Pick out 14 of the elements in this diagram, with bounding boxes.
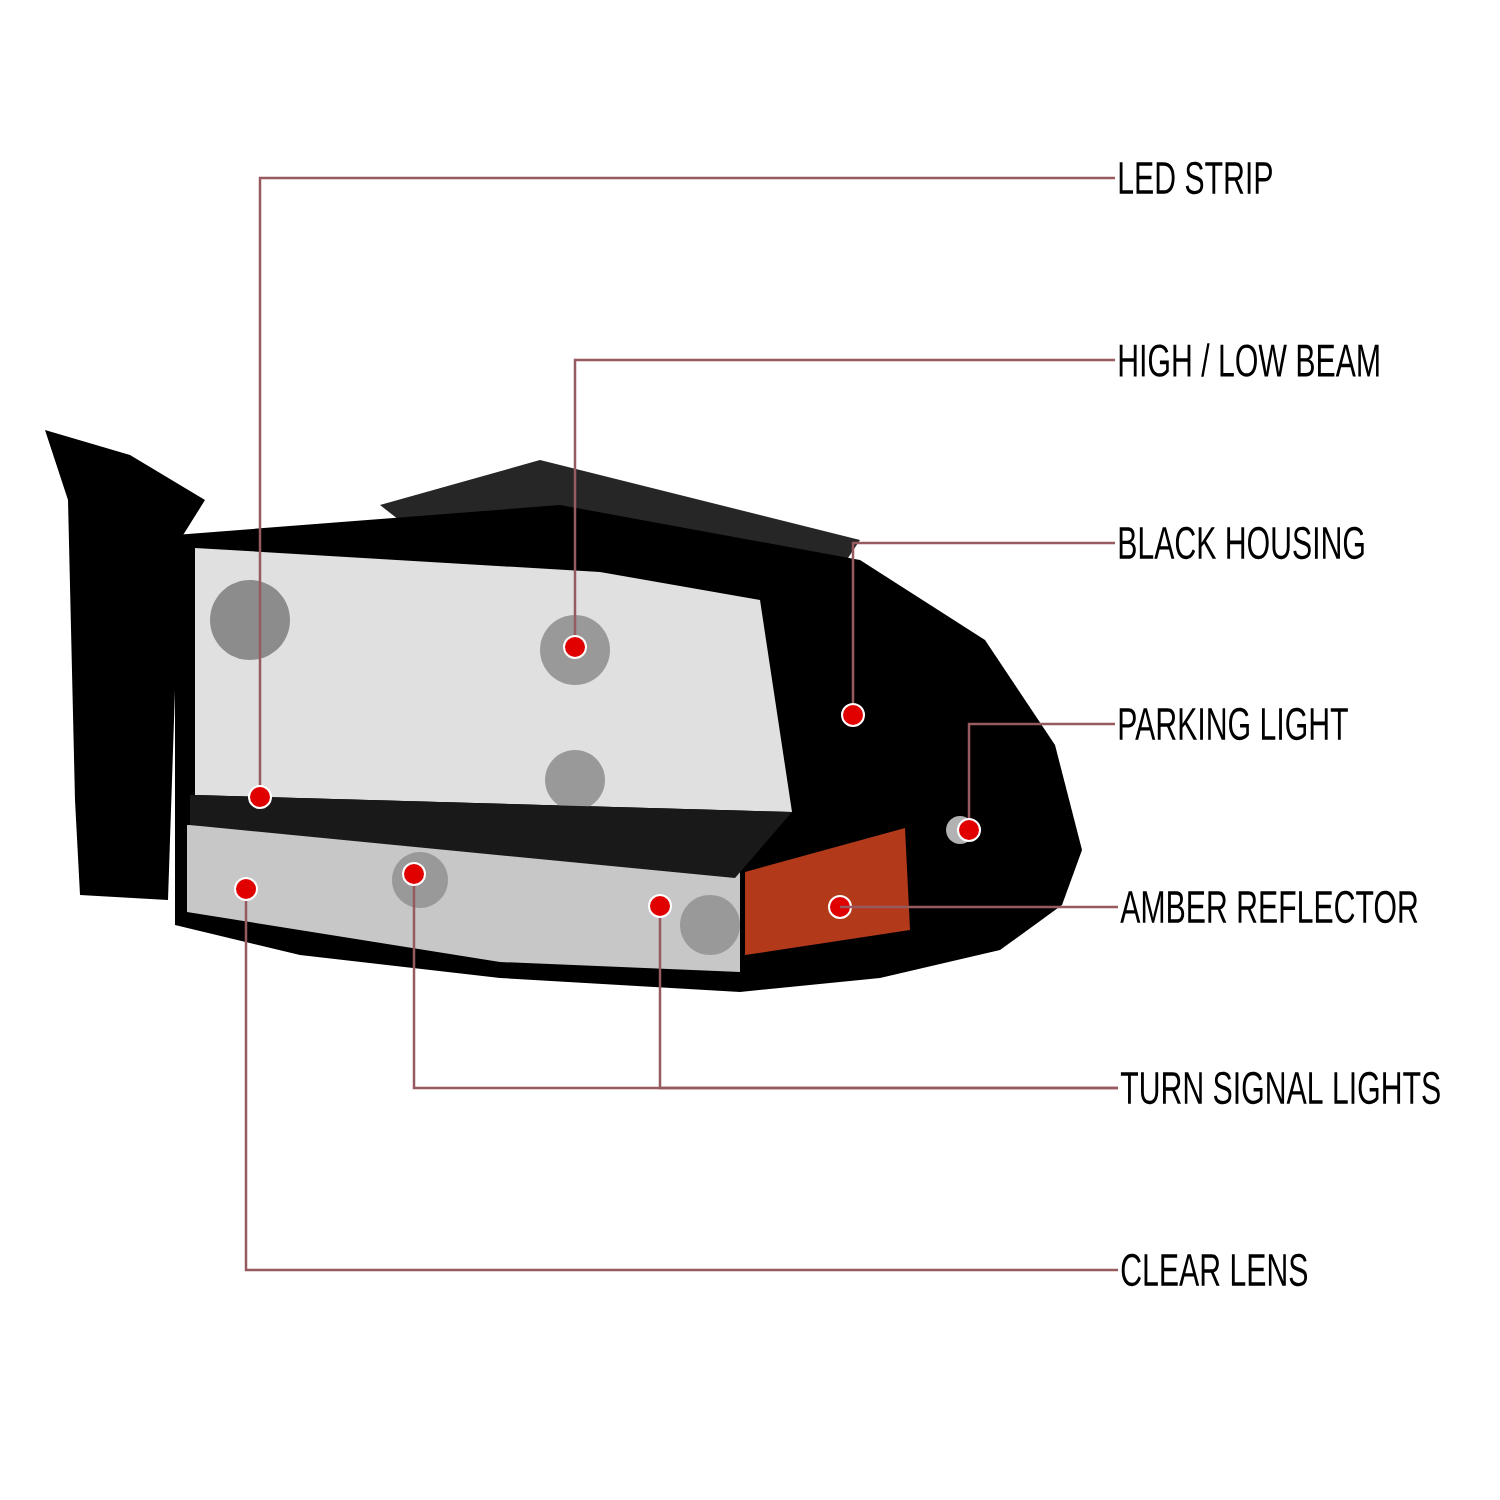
part-label: TURN SIGNAL LIGHTS [1120, 1071, 1440, 1105]
leader-line [851, 541, 1115, 703]
part-label: LED STRIP [1119, 161, 1272, 195]
part-label: AMBER REFLECTOR [1120, 890, 1418, 924]
leader-line [840, 905, 1118, 909]
leader-line [244, 901, 1118, 1272]
part-label: HIGH / LOW BEAM [1119, 343, 1379, 377]
leader-line [573, 358, 1115, 635]
part-label: PARKING LIGHT [1119, 707, 1348, 741]
leader-line [967, 722, 1115, 818]
part-label: CLEAR LENS [1121, 1253, 1308, 1287]
leader-line [258, 176, 1115, 785]
leader-line [658, 918, 1118, 1090]
part-label: BLACK HOUSING [1119, 526, 1364, 560]
